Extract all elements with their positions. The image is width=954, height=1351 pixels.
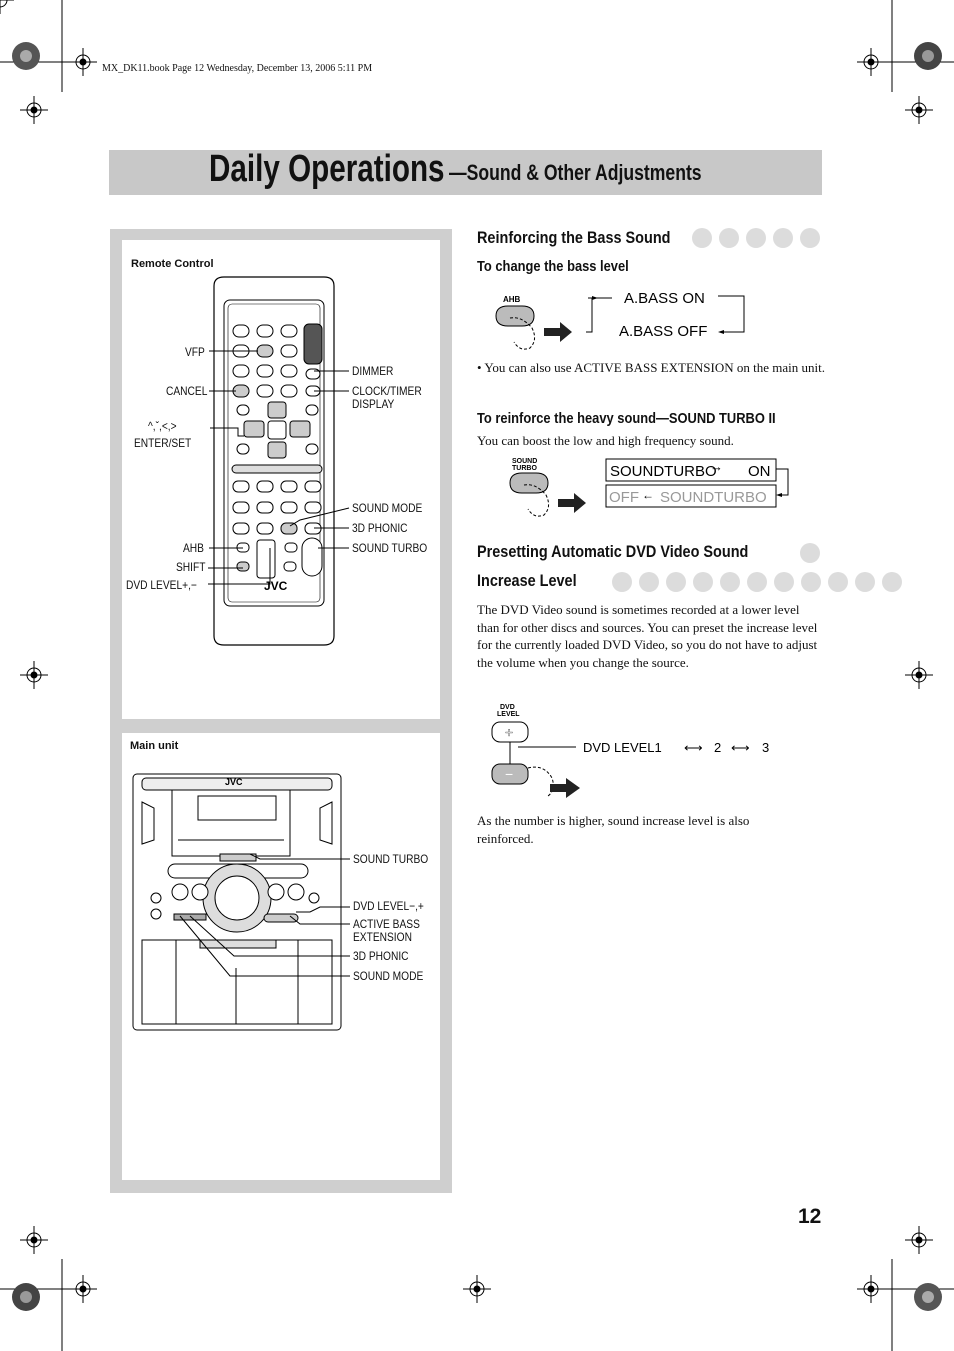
callout-shift: SHIFT xyxy=(176,560,206,574)
bass-on-label: A.BASS ON xyxy=(624,290,705,307)
bass-note: • You can also use ACTIVE BASS EXTENSION… xyxy=(477,360,825,375)
remote-control-illustration: JVC xyxy=(213,276,335,646)
main-unit-brand: JVC xyxy=(225,777,243,787)
book-header: MX_DK11.book Page 12 Wednesday, December… xyxy=(102,63,373,74)
turbo-title: To reinforce the heavy sound—SOUND TURBO… xyxy=(477,410,776,427)
dvd-footer-note: As the number is higher, sound increase … xyxy=(477,813,750,846)
dvd-level-3: 3 xyxy=(762,740,769,755)
unit-callout-sound-turbo: SOUND TURBO xyxy=(353,852,429,866)
unit-callout-dvd-level: DVD LEVEL−,+ xyxy=(353,899,424,913)
dvd-title-dots-1 xyxy=(800,543,820,563)
dvd-button-label-1: DVD xyxy=(500,704,515,711)
turbo-state-a-from: SOUNDTURBO xyxy=(610,463,717,480)
section-decoration-dots xyxy=(692,228,820,248)
dvd-body: The DVD Video sound is sometimes recorde… xyxy=(477,602,818,670)
title-bar xyxy=(109,150,822,195)
svg-text:→: → xyxy=(710,459,723,474)
unit-callout-extension: EXTENSION xyxy=(353,930,412,944)
dvd-minus-label: − xyxy=(505,766,513,782)
callout-clock-timer: CLOCK/TIMER xyxy=(352,384,422,398)
unit-callout-active-bass: ACTIVE BASS xyxy=(353,917,420,931)
dvd-level-diagram: DVD LEVEL + − DVD LEVEL1 ⟷ 2 ⟷ 3 xyxy=(491,704,769,798)
svg-text:←: ← xyxy=(642,488,654,502)
page-number: 12 xyxy=(798,1205,822,1228)
dvd-title-dots-2 xyxy=(612,572,902,592)
unit-callout-sound-mode: SOUND MODE xyxy=(353,969,424,983)
bass-diagram: AHB A.BASS ON A.BASS OFF xyxy=(495,290,745,350)
dvd-level-2: 2 xyxy=(714,740,721,755)
bass-subtitle: To change the bass level xyxy=(477,258,629,275)
svg-text:⟷: ⟷ xyxy=(731,740,750,755)
page-title: Daily Operations xyxy=(209,148,445,190)
main-unit-callout-lines xyxy=(179,853,350,977)
callout-arrows: ^,ˇ,<,> xyxy=(148,419,177,433)
main-unit-label: Main unit xyxy=(130,740,179,752)
callout-enter-set: ENTER/SET xyxy=(134,436,192,450)
remote-callout-lines xyxy=(208,350,350,585)
svg-text:⟷: ⟷ xyxy=(684,740,703,755)
callout-3d-phonic: 3D PHONIC xyxy=(352,521,408,535)
bass-section-title: Reinforcing the Bass Sound xyxy=(477,228,671,247)
dvd-levels-prefix: DVD LEVEL1 xyxy=(583,740,662,755)
turbo-state-b-to: SOUNDTURBO xyxy=(660,489,767,506)
turbo-button-label-2: TURBO xyxy=(512,465,537,472)
callout-dimmer: DIMMER xyxy=(352,364,394,378)
callout-vfp: VFP xyxy=(185,345,205,359)
dvd-button-label-2: LEVEL xyxy=(497,711,520,718)
remote-label: Remote Control xyxy=(131,258,214,270)
callout-ahb: AHB xyxy=(183,541,204,555)
unit-callout-3d-phonic: 3D PHONIC xyxy=(353,949,409,963)
dvd-section-title-line2: Increase Level xyxy=(477,571,577,590)
page-subtitle: —Sound & Other Adjustments xyxy=(449,160,702,185)
bass-off-label: A.BASS OFF xyxy=(619,323,707,340)
turbo-state-b-from: OFF xyxy=(609,489,639,506)
ahb-button-label: AHB xyxy=(503,295,521,304)
turbo-state-a-to: ON xyxy=(748,463,771,480)
main-unit-illustration: JVC xyxy=(132,773,342,1031)
turbo-description: You can boost the low and high frequency… xyxy=(477,433,734,448)
turbo-diagram: SOUND TURBO SOUNDTURBO → ON OFF ← SOUNDT… xyxy=(509,458,789,517)
callout-sound-turbo: SOUND TURBO xyxy=(352,541,428,555)
callout-dvd-level: DVD LEVEL+,− xyxy=(126,578,197,592)
callout-display: DISPLAY xyxy=(352,397,395,411)
dvd-plus-label: + xyxy=(505,724,513,740)
callout-cancel: CANCEL xyxy=(166,384,208,398)
turbo-button-label-1: SOUND xyxy=(512,458,537,465)
callout-sound-mode: SOUND MODE xyxy=(352,501,423,515)
dvd-section-title-line1: Presetting Automatic DVD Video Sound xyxy=(477,542,749,561)
